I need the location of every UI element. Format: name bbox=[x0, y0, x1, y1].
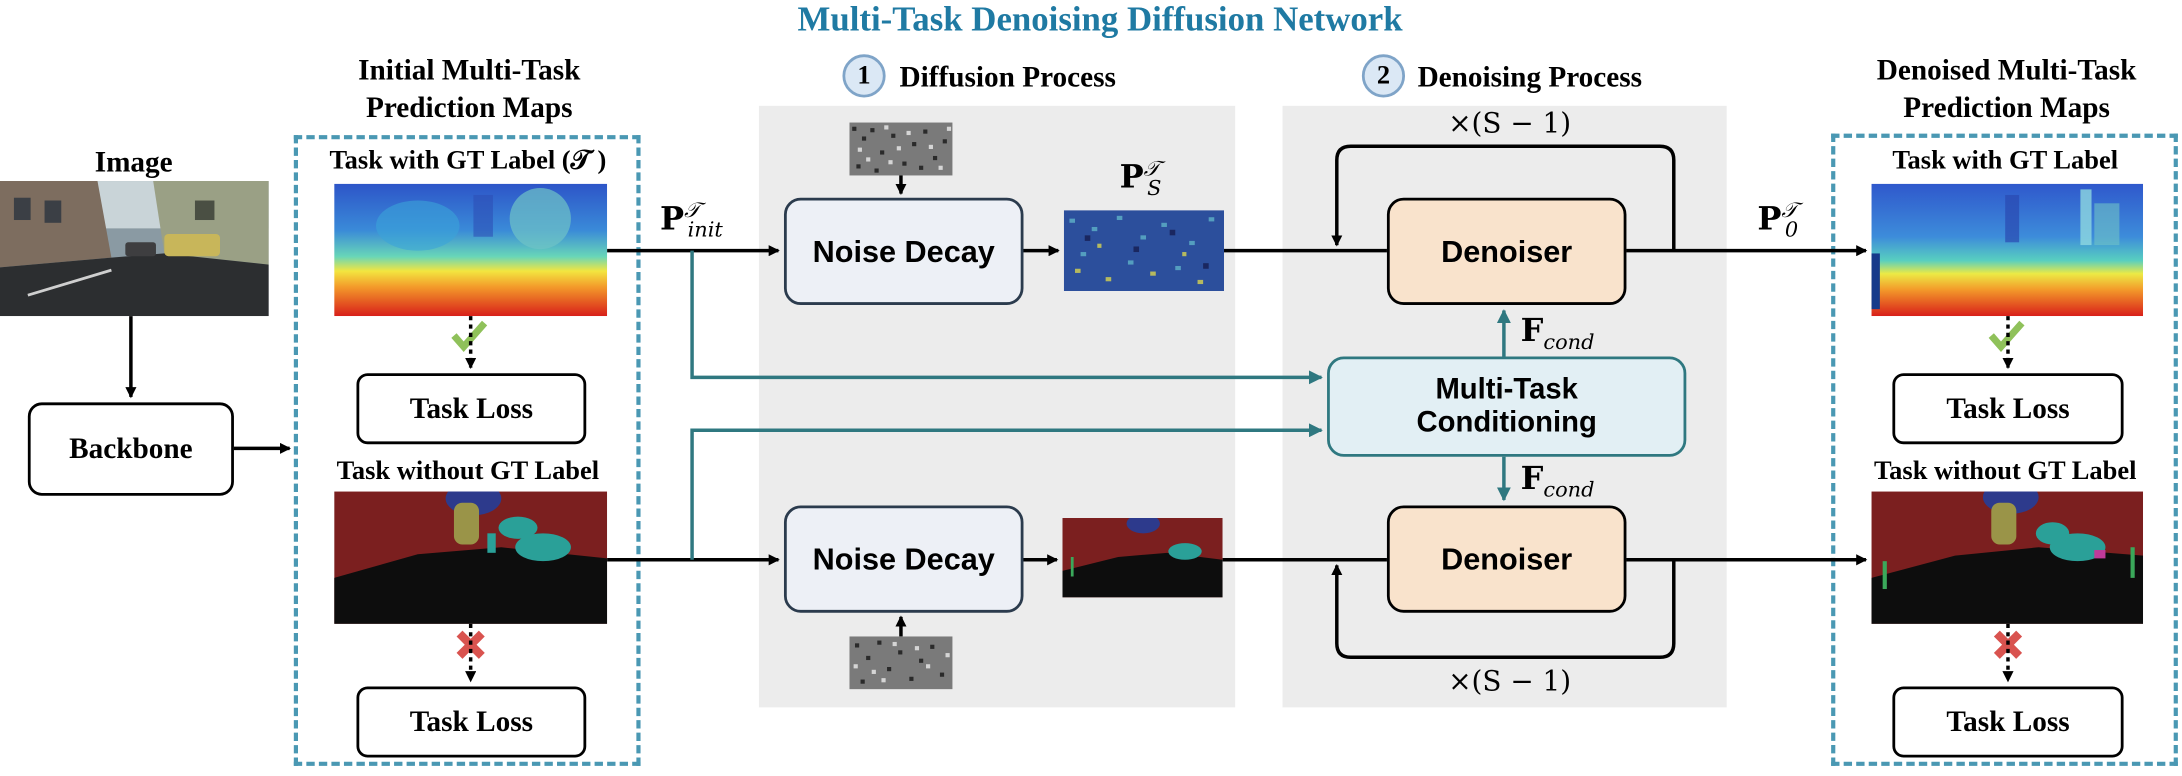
denoised-task-loss-top: Task Loss bbox=[1892, 373, 2124, 445]
denoised-depth-map bbox=[1871, 183, 2144, 317]
conditioning-line2: Conditioning bbox=[1416, 406, 1597, 439]
noisy-depth-map bbox=[1063, 210, 1225, 292]
image-label: Image bbox=[94, 144, 173, 179]
cross-icon bbox=[456, 630, 485, 659]
denoiser-top: Denoiser bbox=[1386, 197, 1627, 305]
noise-patch-top bbox=[849, 122, 953, 176]
loop-count-top: ×(S − 1) bbox=[1448, 105, 1572, 140]
noise-decay-bottom: Noise Decay bbox=[783, 505, 1024, 613]
denoised-segmentation-map bbox=[1871, 491, 2144, 624]
noise-decay-top: Noise Decay bbox=[783, 197, 1024, 305]
initial-segmentation-map bbox=[334, 491, 608, 624]
initial-task-no-gt-label: Task without GT Label bbox=[336, 456, 600, 486]
input-street-image bbox=[0, 181, 269, 317]
initial-task-gt-label: Task with GT Label (𝒯 ) bbox=[329, 146, 607, 176]
cross-icon bbox=[1993, 630, 2023, 659]
initial-maps-heading-line1: Initial Multi-Task bbox=[358, 52, 581, 87]
initial-task-loss-top: Task Loss bbox=[356, 373, 587, 445]
denoised-task-no-gt-label: Task without GT Label bbox=[1873, 456, 2137, 486]
check-icon bbox=[451, 320, 488, 353]
initial-maps-container bbox=[293, 135, 641, 766]
denoised-task-loss-bottom: Task Loss bbox=[1892, 686, 2124, 758]
conditioning-line1: Multi-Task bbox=[1435, 373, 1578, 406]
denoised-maps-container bbox=[1831, 133, 2178, 766]
step-one-badge: 1 bbox=[842, 54, 886, 98]
p-0-label: P𝒯0 bbox=[1757, 197, 1799, 243]
diagram-title: Multi-Task Denoising Diffusion Network bbox=[797, 1, 1403, 39]
initial-depth-map bbox=[334, 183, 608, 317]
denoised-maps-heading-line2: Prediction Maps bbox=[1903, 90, 2110, 124]
p-init-label: P𝒯init bbox=[660, 197, 723, 243]
f-cond-bottom-label: Fcond bbox=[1520, 459, 1595, 503]
p-s-label: P𝒯S bbox=[1119, 155, 1162, 201]
denoiser-bottom: Denoiser bbox=[1386, 505, 1627, 613]
initial-maps-heading-line2: Prediction Maps bbox=[365, 90, 573, 124]
multi-task-conditioning: Multi-Task Conditioning bbox=[1327, 356, 1687, 457]
loop-count-bottom: ×(S − 1) bbox=[1448, 664, 1572, 698]
step-two-badge: 2 bbox=[1361, 54, 1406, 98]
initial-task-loss-bottom: Task Loss bbox=[356, 686, 587, 758]
denoising-process-label: Denoising Process bbox=[1417, 59, 1643, 94]
check-icon bbox=[1988, 320, 2025, 353]
denoised-maps-heading-line1: Denoised Multi-Task bbox=[1876, 52, 2137, 87]
f-cond-top-label: Fcond bbox=[1520, 311, 1595, 355]
noisy-segmentation-map bbox=[1062, 518, 1223, 598]
backbone-box: Backbone bbox=[27, 402, 234, 496]
denoised-task-gt-label: Task with GT Label bbox=[1892, 146, 2119, 176]
diffusion-process-label: Diffusion Process bbox=[899, 59, 1116, 94]
noise-patch-bottom bbox=[849, 636, 953, 690]
